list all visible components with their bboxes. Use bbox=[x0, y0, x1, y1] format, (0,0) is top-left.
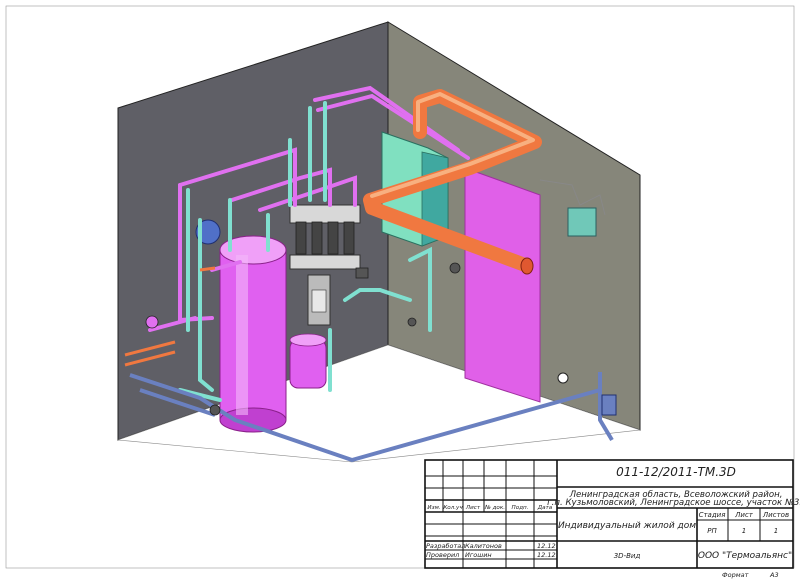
water-inlet-pipe bbox=[129, 372, 614, 462]
sheets-value: 1 bbox=[774, 527, 778, 535]
stage-value: РП bbox=[707, 527, 717, 535]
checked-name: Игошин bbox=[465, 551, 492, 559]
header-kol-uch: Кол.уч bbox=[443, 505, 463, 511]
address-line-1: Ленинградская область, Всеволожский райо… bbox=[569, 490, 783, 500]
sheet-value: 1 bbox=[742, 527, 746, 535]
pump-manifold bbox=[289, 204, 361, 326]
sheet-header: Лист bbox=[734, 511, 754, 519]
header-list: Лист bbox=[465, 505, 481, 511]
format-value: А3 bbox=[769, 571, 779, 579]
header-signature: Подп. bbox=[512, 505, 529, 511]
storage-tank bbox=[219, 235, 287, 433]
control-box bbox=[567, 207, 597, 237]
title-block: 011-12/2011-ТМ.3D Ленинградская область,… bbox=[424, 459, 800, 569]
control-wires bbox=[539, 179, 606, 216]
sheets-header: Листов bbox=[762, 511, 789, 519]
door bbox=[464, 167, 541, 403]
company-name: ООО "Термоальянс" bbox=[698, 551, 792, 561]
flue-end bbox=[520, 257, 534, 275]
doc-code: 011-12/2011-ТМ.3D bbox=[616, 465, 736, 479]
format-label: Формат bbox=[722, 571, 749, 579]
pressure-gauge bbox=[557, 372, 569, 384]
developed-label: Разработал bbox=[426, 542, 465, 550]
header-date: Дата bbox=[537, 505, 553, 511]
supply-pipes-orange bbox=[124, 266, 216, 367]
checked-date: 12.12 bbox=[537, 551, 556, 559]
title-block-frame bbox=[424, 459, 794, 569]
water-filter bbox=[601, 394, 617, 416]
developed-name: Калитонов bbox=[465, 542, 502, 550]
wall-fittings bbox=[145, 262, 461, 416]
expansion-vessel bbox=[289, 333, 327, 389]
room-3d-view bbox=[117, 21, 641, 463]
address-line-2: г.п. Кузьмоловский, Ленинградское шоссе,… bbox=[547, 498, 800, 508]
view-name: 3D-Вид bbox=[614, 552, 641, 560]
heating-pipes-cyan bbox=[178, 101, 432, 402]
header-izm: Изм. bbox=[427, 505, 440, 511]
checked-label: Проверил bbox=[426, 551, 459, 559]
header-doc-no: № док. bbox=[484, 505, 505, 511]
flue-pipe-highlight bbox=[370, 92, 535, 198]
developed-date: 12.12 bbox=[537, 542, 556, 550]
object-name: Индивидуальный жилой дом bbox=[558, 521, 696, 531]
stage-header: Стадия bbox=[699, 511, 726, 519]
